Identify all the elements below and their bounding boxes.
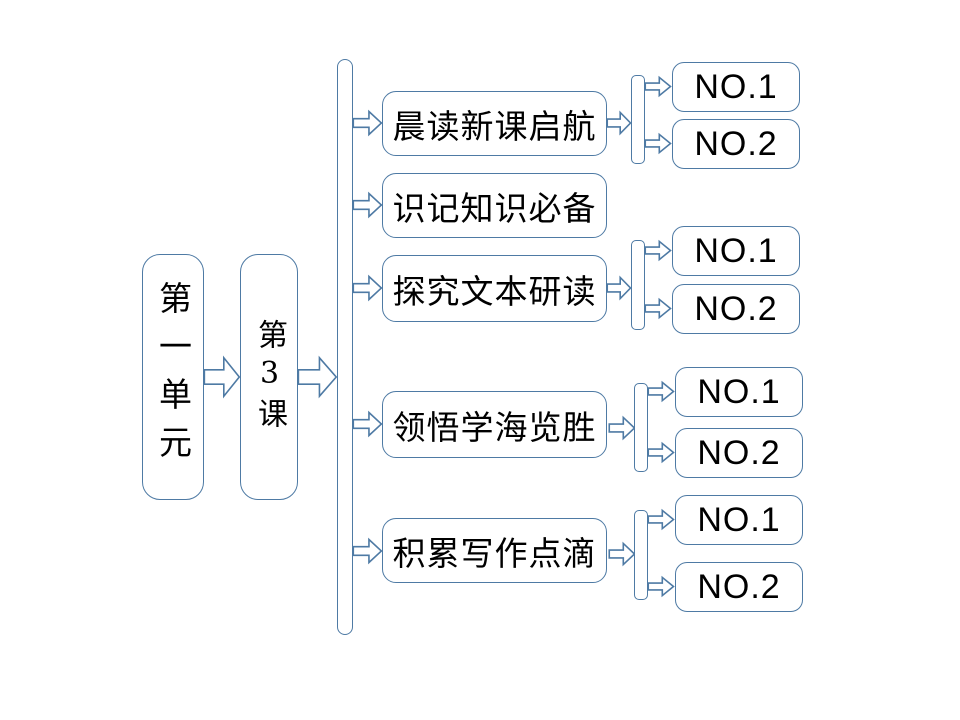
leaf-box: NO.1 — [672, 62, 800, 112]
leaf-box: NO.2 — [672, 119, 800, 169]
branch-box-text-study: 探究文本研读 — [382, 255, 607, 322]
leaf-box: NO.2 — [675, 428, 803, 478]
flow-arrow-icon — [298, 357, 337, 397]
leaf-box: NO.2 — [675, 562, 803, 612]
flow-arrow-icon — [648, 577, 674, 596]
flow-arrow-icon — [353, 412, 382, 436]
leaf-label: NO.1 — [694, 67, 778, 106]
flow-arrow-icon — [607, 277, 631, 299]
node-lesson: 第3课 — [240, 254, 298, 500]
flow-arrow-icon — [648, 510, 674, 529]
spine-bar — [337, 59, 353, 635]
flow-arrow-icon — [609, 543, 635, 565]
branch-label: 识记知识必备 — [392, 188, 597, 228]
flow-arrow-icon — [353, 276, 382, 300]
node-lesson-label: 第3课 — [252, 319, 287, 435]
connector-bar — [631, 75, 645, 164]
flow-arrow-icon — [645, 299, 671, 318]
flow-arrow-icon — [645, 134, 671, 153]
flow-arrow-icon — [645, 77, 671, 96]
flow-arrow-icon — [648, 443, 674, 462]
leaf-label: NO.1 — [694, 231, 778, 270]
connector-bar — [634, 383, 648, 472]
leaf-label: NO.2 — [694, 289, 778, 328]
flow-arrow-icon — [648, 382, 674, 401]
leaf-label: NO.2 — [697, 567, 781, 606]
leaf-box: NO.1 — [672, 226, 800, 276]
leaf-label: NO.1 — [697, 500, 781, 539]
leaf-label: NO.1 — [697, 372, 781, 411]
flow-arrow-icon — [353, 111, 382, 135]
branch-label: 领悟学海览胜 — [392, 407, 597, 447]
node-unit: 第一单元 — [142, 254, 204, 500]
branch-box-knowledge: 识记知识必备 — [382, 173, 607, 238]
flow-arrow-icon — [645, 241, 671, 260]
connector-bar — [634, 510, 648, 600]
flow-arrow-icon — [204, 357, 240, 397]
branch-box-appreciation: 领悟学海览胜 — [382, 391, 607, 458]
flow-arrow-icon — [353, 193, 382, 217]
branch-label: 晨读新课启航 — [392, 106, 597, 146]
branch-label: 积累写作点滴 — [392, 533, 597, 573]
flow-arrow-icon — [609, 417, 635, 439]
leaf-label: NO.2 — [694, 124, 778, 163]
leaf-box: NO.1 — [675, 367, 803, 417]
leaf-box: NO.1 — [675, 495, 803, 545]
flow-arrow-icon — [607, 112, 631, 134]
leaf-label: NO.2 — [697, 433, 781, 472]
flow-arrow-icon — [353, 539, 382, 563]
node-unit-label: 第一单元 — [153, 281, 193, 473]
branch-label: 探究文本研读 — [392, 271, 597, 311]
leaf-box: NO.2 — [672, 284, 800, 334]
branch-box-writing: 积累写作点滴 — [382, 518, 607, 583]
connector-bar — [631, 240, 645, 330]
branch-box-morning-reading: 晨读新课启航 — [382, 91, 607, 156]
